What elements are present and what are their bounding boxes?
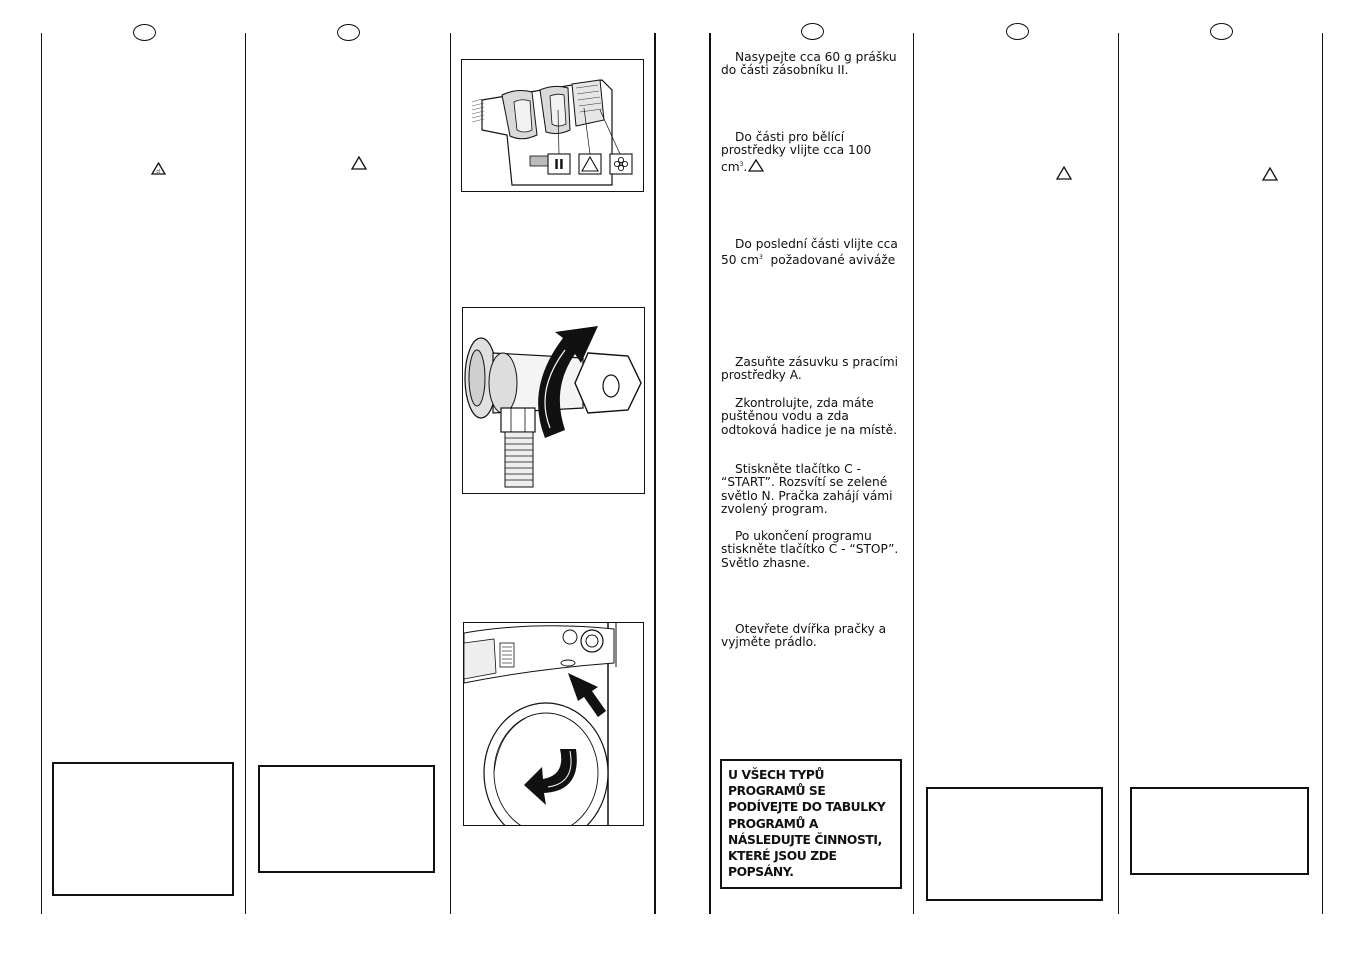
step-text: Zasuňte zásuvku s pracími prostředky A. bbox=[721, 355, 898, 383]
step-text: Stiskněte tlačítko C - “START”. Rozsvítí… bbox=[721, 462, 893, 517]
step-text: Otevřete dvířka pračky a vyjměte prádlo. bbox=[721, 622, 887, 650]
bleach-triangle-icon bbox=[581, 155, 599, 172]
empty-note-box bbox=[52, 762, 234, 896]
step-text: Nasypejte cca 60 g prášku do části zásob… bbox=[721, 50, 897, 78]
step-text: Zkontrolujte, zda máte puštěnou vodu a z… bbox=[721, 396, 898, 437]
column-divider bbox=[41, 33, 42, 914]
page-gutter-right bbox=[709, 33, 711, 914]
empty-note-box bbox=[926, 787, 1103, 901]
column-divider bbox=[245, 33, 246, 914]
compartment-II-label: II bbox=[554, 158, 564, 173]
language-oval-icon bbox=[1210, 23, 1233, 40]
language-oval-icon bbox=[133, 24, 156, 41]
warning-triangle-icon bbox=[1056, 166, 1072, 180]
language-oval-icon bbox=[337, 24, 360, 41]
empty-note-box bbox=[258, 765, 435, 873]
program-table-note: U VŠECH TYPŮ PROGRAMŮ SE PODÍVEJTE DO TA… bbox=[720, 759, 902, 889]
figure-detergent-drawer: II bbox=[461, 59, 644, 192]
warning-triangle-icon: cl bbox=[151, 162, 166, 175]
softener-flower-icon bbox=[613, 156, 629, 172]
language-oval-icon bbox=[1006, 23, 1029, 40]
column-divider bbox=[450, 33, 451, 914]
language-oval-icon bbox=[801, 23, 824, 40]
svg-text:cl: cl bbox=[156, 169, 160, 175]
figure-washing-machine bbox=[463, 622, 644, 826]
step-text: Po ukončení programu stiskněte tlačítko … bbox=[721, 529, 899, 570]
step-text: Do poslední části vlijte cca 50 cm3 poža… bbox=[721, 237, 898, 268]
column-divider bbox=[1118, 33, 1119, 914]
empty-note-box bbox=[1130, 787, 1309, 875]
step-text: Do části pro bělící prostředky vlijte cc… bbox=[721, 130, 872, 174]
warning-triangle-icon bbox=[351, 156, 367, 170]
column-divider bbox=[913, 33, 914, 914]
column-divider bbox=[1322, 33, 1323, 914]
figure-water-tap bbox=[462, 307, 645, 494]
warning-triangle-icon bbox=[1262, 167, 1278, 181]
page-gutter-left bbox=[654, 33, 656, 914]
compartment-II-icon bbox=[547, 153, 571, 175]
warning-triangle-icon bbox=[748, 158, 765, 172]
